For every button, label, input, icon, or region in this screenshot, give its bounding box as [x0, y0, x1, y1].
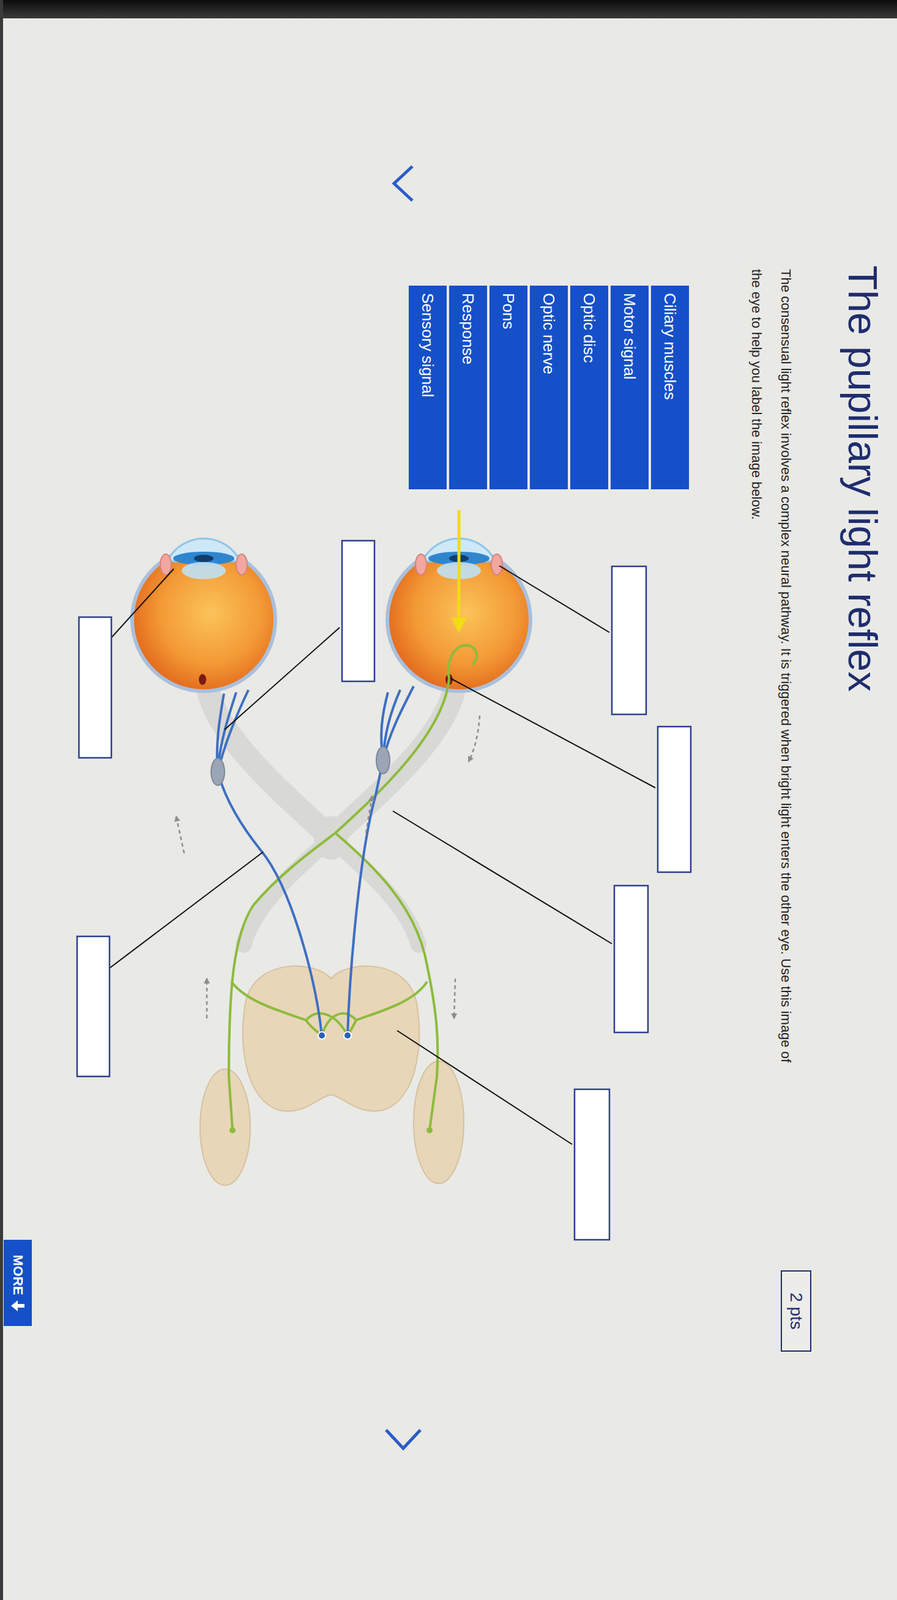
- node-label: Pons: [499, 293, 519, 330]
- geniculate-body: [413, 1061, 464, 1184]
- flow-arrow: [365, 796, 373, 834]
- nucleus-dot: [343, 1032, 352, 1040]
- answer-box: [77, 936, 110, 1077]
- leader-line: [499, 565, 610, 633]
- nucleus-dot: [318, 1032, 326, 1040]
- page-title: The pupillary light reflex: [839, 265, 886, 693]
- flow-arrow: [454, 978, 456, 1019]
- sensory-fiber: [231, 982, 306, 1021]
- flow-arrow: [176, 816, 185, 854]
- answer-box: [614, 885, 648, 1033]
- answer-box: [657, 726, 691, 873]
- node-label: Ciliary muscles: [660, 293, 680, 401]
- synapse-dot: [426, 1127, 433, 1134]
- instruction-text: The consensual light reflex involves a c…: [741, 269, 801, 1065]
- node-label: Motor signal: [620, 293, 640, 380]
- node-label: Sensory signal: [418, 293, 438, 398]
- optic-chiasm: [313, 816, 349, 861]
- button-label: MORE: [9, 1255, 26, 1296]
- flow-arrow: [468, 715, 480, 762]
- answer-box: [78, 617, 112, 759]
- pupil: [193, 554, 214, 563]
- arrow-icon: [11, 1300, 25, 1312]
- ciliary-body: [415, 554, 427, 576]
- word-bank-item: Ciliary muscles: [651, 285, 689, 490]
- leader-line: [392, 811, 612, 945]
- answer-box: [342, 540, 375, 682]
- ciliary-ganglion: [211, 758, 225, 786]
- node-label: Response: [458, 293, 478, 365]
- optic-nerve: [331, 682, 456, 839]
- ciliary-body: [160, 554, 172, 576]
- sensory-fiber: [228, 833, 336, 1131]
- motor-fiber: [217, 772, 322, 1036]
- word-bank-item: Motor signal: [610, 285, 649, 490]
- motor-pathway: [217, 686, 414, 1036]
- word-bank-item: Response: [449, 285, 488, 490]
- screen-bezel: [0, 0, 4, 1600]
- motor-fiber: [347, 760, 384, 1036]
- screen-bezel: [0, 0, 897, 19]
- flow-arrow: [206, 978, 209, 1019]
- sensory-pathway: [228, 678, 450, 1131]
- word-bank-item: Optic nerve: [529, 285, 568, 490]
- optic-nerve: [206, 682, 332, 839]
- light-ray: [457, 510, 461, 631]
- answer-box: [611, 566, 647, 715]
- eye: [130, 539, 278, 694]
- node-label: 2 pts: [786, 1292, 806, 1331]
- ciliary-ganglion: [376, 747, 390, 775]
- points-badge: 2 pts: [780, 1270, 812, 1353]
- brainstem: [242, 966, 420, 1112]
- optic-pathway: [206, 682, 456, 946]
- sclera: [130, 546, 278, 694]
- sensory-fiber: [335, 678, 450, 834]
- chevron-icon: [386, 1430, 421, 1449]
- answer-box: [574, 1089, 610, 1241]
- retina: [133, 550, 274, 690]
- sensory-fiber: [356, 982, 428, 1021]
- word-bank-item: Optic disc: [570, 285, 609, 490]
- flow-arrows: [176, 715, 480, 1019]
- word-bank-item: Sensory signal: [408, 285, 447, 490]
- lens: [181, 562, 226, 580]
- leader-line: [397, 1030, 573, 1145]
- chevron-icon: [394, 166, 413, 201]
- optic-tract: [331, 838, 419, 946]
- ciliary-body: [236, 554, 248, 576]
- arrow-icon: [11, 1300, 25, 1312]
- answer-boxes: [77, 540, 691, 1241]
- geniculate-body: [200, 1069, 251, 1186]
- optic-tract: [243, 838, 332, 946]
- node-label: Optic disc: [580, 293, 600, 363]
- ciliary-body: [491, 554, 503, 576]
- interneuron: [305, 1013, 348, 1036]
- synapse-dot: [229, 1127, 236, 1134]
- leader-line: [224, 627, 340, 730]
- more-button: MORE: [3, 1240, 32, 1327]
- node-label: Optic nerve: [539, 293, 559, 375]
- optic-disc: [198, 674, 207, 686]
- sensory-fiber: [448, 645, 477, 679]
- word-bank-item: Pons: [489, 285, 528, 490]
